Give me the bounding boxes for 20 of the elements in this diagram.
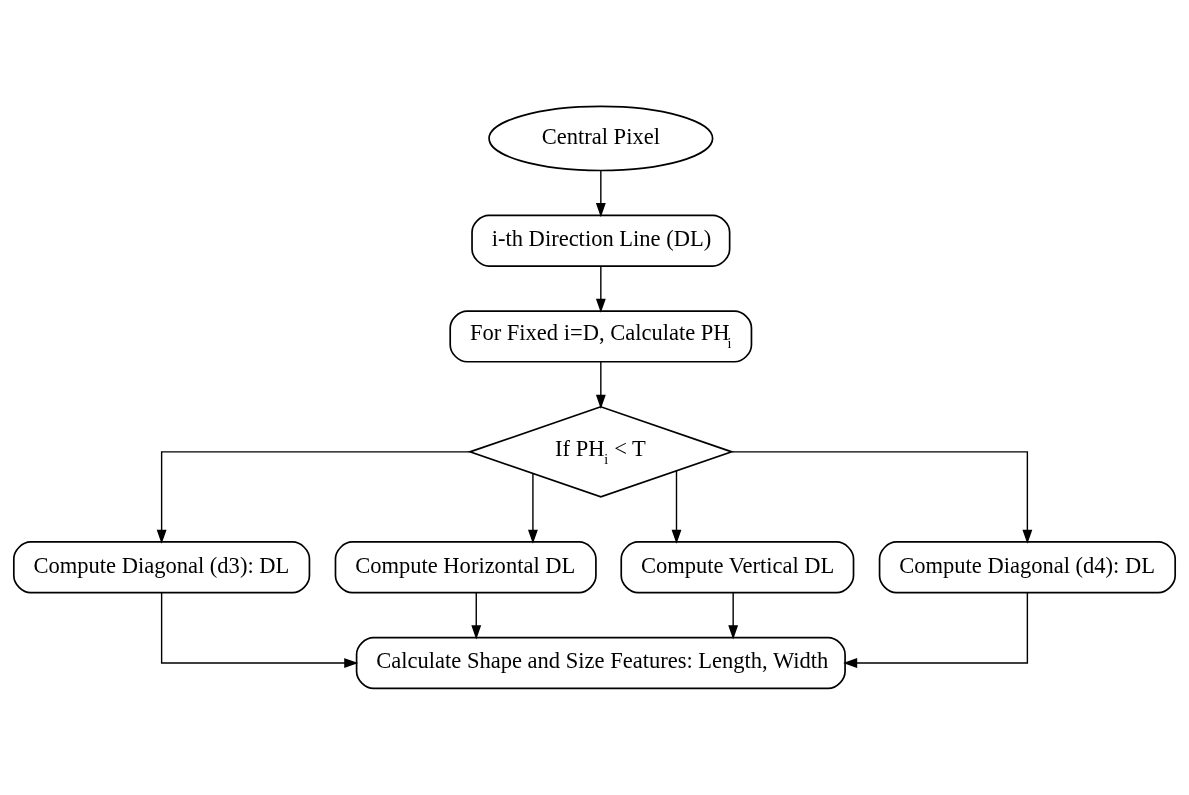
node-box: Compute Vertical DL bbox=[620, 541, 855, 594]
node-box: Compute Horizontal DL bbox=[334, 541, 597, 594]
arrow bbox=[595, 170, 606, 218]
arrow bbox=[595, 361, 606, 409]
arrow bbox=[671, 470, 682, 544]
arrow bbox=[595, 265, 606, 313]
arrow bbox=[160, 592, 359, 668]
node-box: Calculate Shape and Size Features: Length, Width bbox=[355, 636, 846, 690]
arrow bbox=[843, 592, 1029, 668]
arrow bbox=[731, 451, 1033, 544]
node-box: For Fixed i=D, Calculate PH$_{i}$ bbox=[449, 310, 753, 363]
arrow bbox=[471, 592, 482, 640]
arrow bbox=[156, 451, 471, 544]
node-box: Compute Diagonal (d3): DL bbox=[12, 541, 311, 594]
arrow bbox=[527, 472, 538, 544]
arrow bbox=[728, 592, 739, 640]
node-diamond: If PH$_{i}$ < T bbox=[467, 405, 735, 498]
node-box: Compute Diagonal (d4): DL bbox=[878, 541, 1177, 594]
node-ellipse: Central Pixel bbox=[488, 105, 714, 172]
node-box: i-th Direction Line (DL) bbox=[471, 214, 731, 267]
